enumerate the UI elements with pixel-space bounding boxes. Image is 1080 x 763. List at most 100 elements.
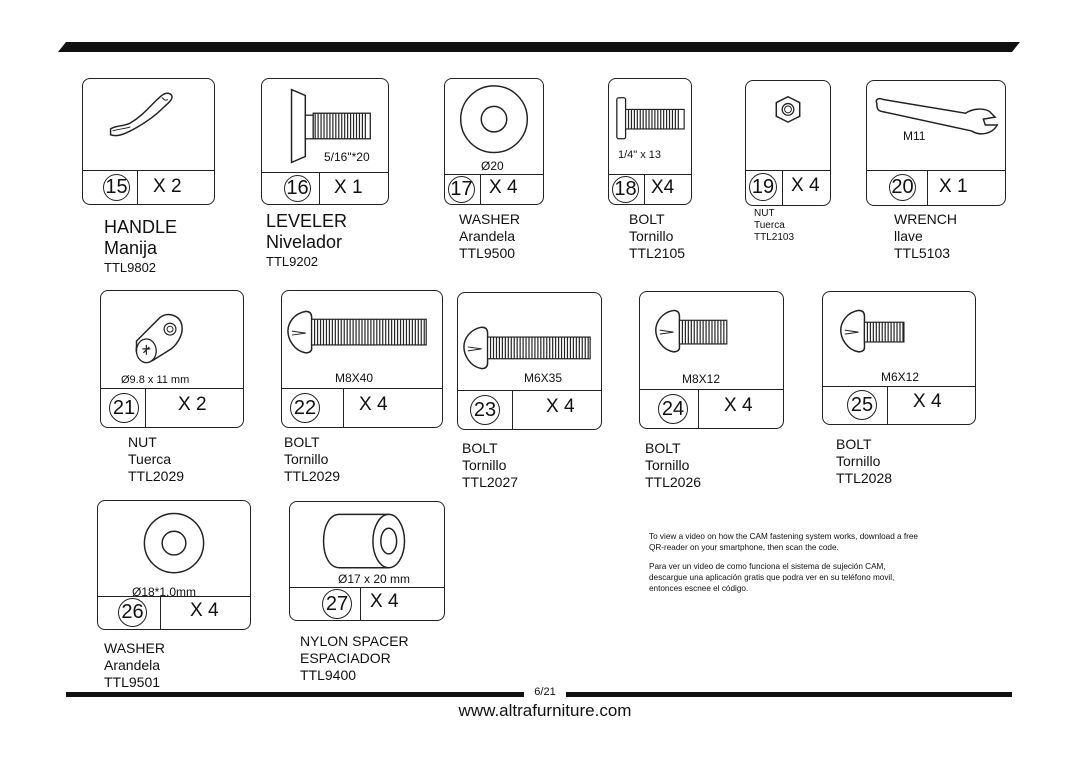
part-card-21: Ø9.8 x 11 mm 21 X 2 — [100, 290, 244, 428]
part-number-badge: 17 — [448, 176, 475, 203]
wrench-icon — [875, 97, 999, 135]
part-number-badge: 26 — [118, 598, 147, 627]
washer-icon — [459, 85, 529, 154]
part-size: M6X35 — [524, 371, 563, 385]
part-label-22: BOLT Tornillo TTL2029 — [284, 434, 340, 485]
part-card-20: M11 20 X 1 — [866, 80, 1006, 206]
part-name-spanish: Tornillo — [284, 451, 329, 467]
part-name-spanish: Tuerca — [128, 451, 172, 467]
part-number-badge: 16 — [284, 175, 311, 202]
barrel-nut-icon — [135, 313, 183, 364]
part-label-18: BOLT Tornillo TTL2105 — [629, 211, 685, 262]
part-label-19: NUT Tuerca TTL2103 — [754, 208, 794, 244]
part-number-badge: 20 — [889, 174, 916, 201]
leveler-icon — [290, 88, 371, 164]
part-card-24: M8X12 24 X 4 — [639, 291, 784, 429]
part-code: TTL5103 — [894, 245, 951, 261]
part-label-25: BOLT Tornillo TTL2028 — [836, 436, 892, 487]
page-number: 6/21 — [534, 686, 556, 698]
part-code: TTL9400 — [300, 667, 357, 683]
part-name-spanish: Tornillo — [629, 228, 674, 244]
part-code: TTL9202 — [266, 254, 319, 269]
part-label-17: WASHER Arandela TTL9500 — [459, 211, 520, 262]
part-number-badge: 25 — [847, 390, 877, 420]
cam-video-note: To view a video on how the CAM fastening… — [649, 531, 919, 602]
part-card-15: 15 X 2 — [82, 78, 215, 205]
part-code: TTL2029 — [128, 468, 185, 484]
part-name-spanish: Arandela — [104, 657, 161, 673]
bolt-icon — [840, 309, 905, 353]
part-card-25: M6X12 25 X 4 — [822, 291, 976, 425]
part-name: WASHER — [104, 640, 165, 656]
part-size: Ø20 — [481, 159, 504, 173]
quantity: X 4 — [791, 175, 820, 196]
part-card-18: 1/4" x 13 18 X4 — [608, 78, 692, 205]
part-label-24: BOLT Tornillo TTL2026 — [645, 440, 701, 491]
part-size: 5/16"*20 — [324, 150, 370, 164]
part-number-badge: 19 — [749, 173, 777, 201]
part-code: TTL9802 — [104, 260, 157, 275]
washer-icon — [143, 512, 205, 574]
part-name: NYLON SPACER — [300, 633, 409, 649]
part-card-27: Ø17 x 20 mm 27 X 4 — [289, 501, 445, 621]
part-size: Ø9.8 x 11 mm — [121, 374, 190, 386]
part-card-22: M8X40 22 X 4 — [281, 290, 443, 428]
part-number-badge: 27 — [322, 589, 352, 619]
spacer-icon — [322, 513, 406, 569]
part-code: TTL2105 — [629, 245, 686, 261]
quantity: X 4 — [724, 395, 753, 416]
part-name-spanish: ESPACIADOR — [300, 650, 391, 666]
part-number-badge: 23 — [470, 395, 500, 425]
part-name: WASHER — [459, 211, 520, 227]
bolt-icon — [655, 309, 728, 353]
note-spanish: Para ver un video de como funciona el si… — [649, 562, 895, 593]
top-rule — [58, 42, 1020, 52]
quantity: X 4 — [370, 591, 399, 612]
part-code: TTL9500 — [459, 245, 516, 261]
part-size: M6X12 — [881, 370, 920, 384]
part-name-spanish: Tornillo — [836, 453, 881, 469]
quantity: X 2 — [178, 394, 207, 415]
bolt-icon — [616, 97, 685, 140]
part-code: TTL2027 — [462, 474, 519, 490]
bottom-rule-right — [566, 692, 1012, 697]
part-number-badge: 24 — [658, 394, 688, 424]
part-code: TTL2029 — [284, 468, 341, 484]
part-size: M8X12 — [682, 372, 721, 386]
part-name-spanish: Tornillo — [462, 457, 507, 473]
bolt-icon — [287, 310, 427, 354]
part-size: M8X40 — [335, 371, 374, 385]
quantity: X 1 — [334, 177, 363, 198]
part-label-20: WRENCH llave TTL5103 — [894, 211, 957, 262]
part-size: M11 — [903, 129, 926, 143]
quantity: X 4 — [913, 391, 942, 412]
quantity: X 4 — [190, 600, 219, 621]
part-name: BOLT — [629, 211, 665, 227]
quantity: X 4 — [489, 177, 518, 198]
part-name-spanish: Manija — [104, 238, 158, 258]
bolt-icon — [463, 326, 591, 370]
part-size: Ø17 x 20 mm — [338, 572, 411, 586]
quantity: X 2 — [153, 176, 182, 197]
part-name: BOLT — [462, 440, 498, 456]
part-name: BOLT — [284, 434, 320, 450]
part-size: Ø18*1.0mm — [132, 585, 197, 599]
part-name: NUT — [128, 434, 157, 450]
part-name: BOLT — [645, 440, 681, 456]
note-english: To view a video on how the CAM fastening… — [649, 532, 918, 552]
part-number-badge: 22 — [290, 393, 320, 423]
part-name: WRENCH — [894, 211, 957, 227]
bottom-rule-left — [66, 692, 524, 697]
part-number-badge: 21 — [109, 393, 139, 423]
part-card-16: 5/16"*20 16 X 1 — [261, 78, 389, 205]
part-name-spanish: Tuerca — [754, 220, 785, 231]
part-card-23: M6X35 23 X 4 — [457, 292, 602, 430]
part-code: TTL2026 — [645, 474, 702, 490]
part-code: TTL2028 — [836, 470, 893, 486]
part-name-spanish: Tornillo — [645, 457, 690, 473]
part-card-19: 19 X 4 — [745, 80, 831, 206]
part-code: TTL9501 — [104, 674, 161, 690]
part-label-27: NYLON SPACER ESPACIADOR TTL9400 — [300, 633, 409, 684]
part-code: TTL2103 — [754, 232, 795, 243]
quantity: X4 — [651, 177, 675, 198]
